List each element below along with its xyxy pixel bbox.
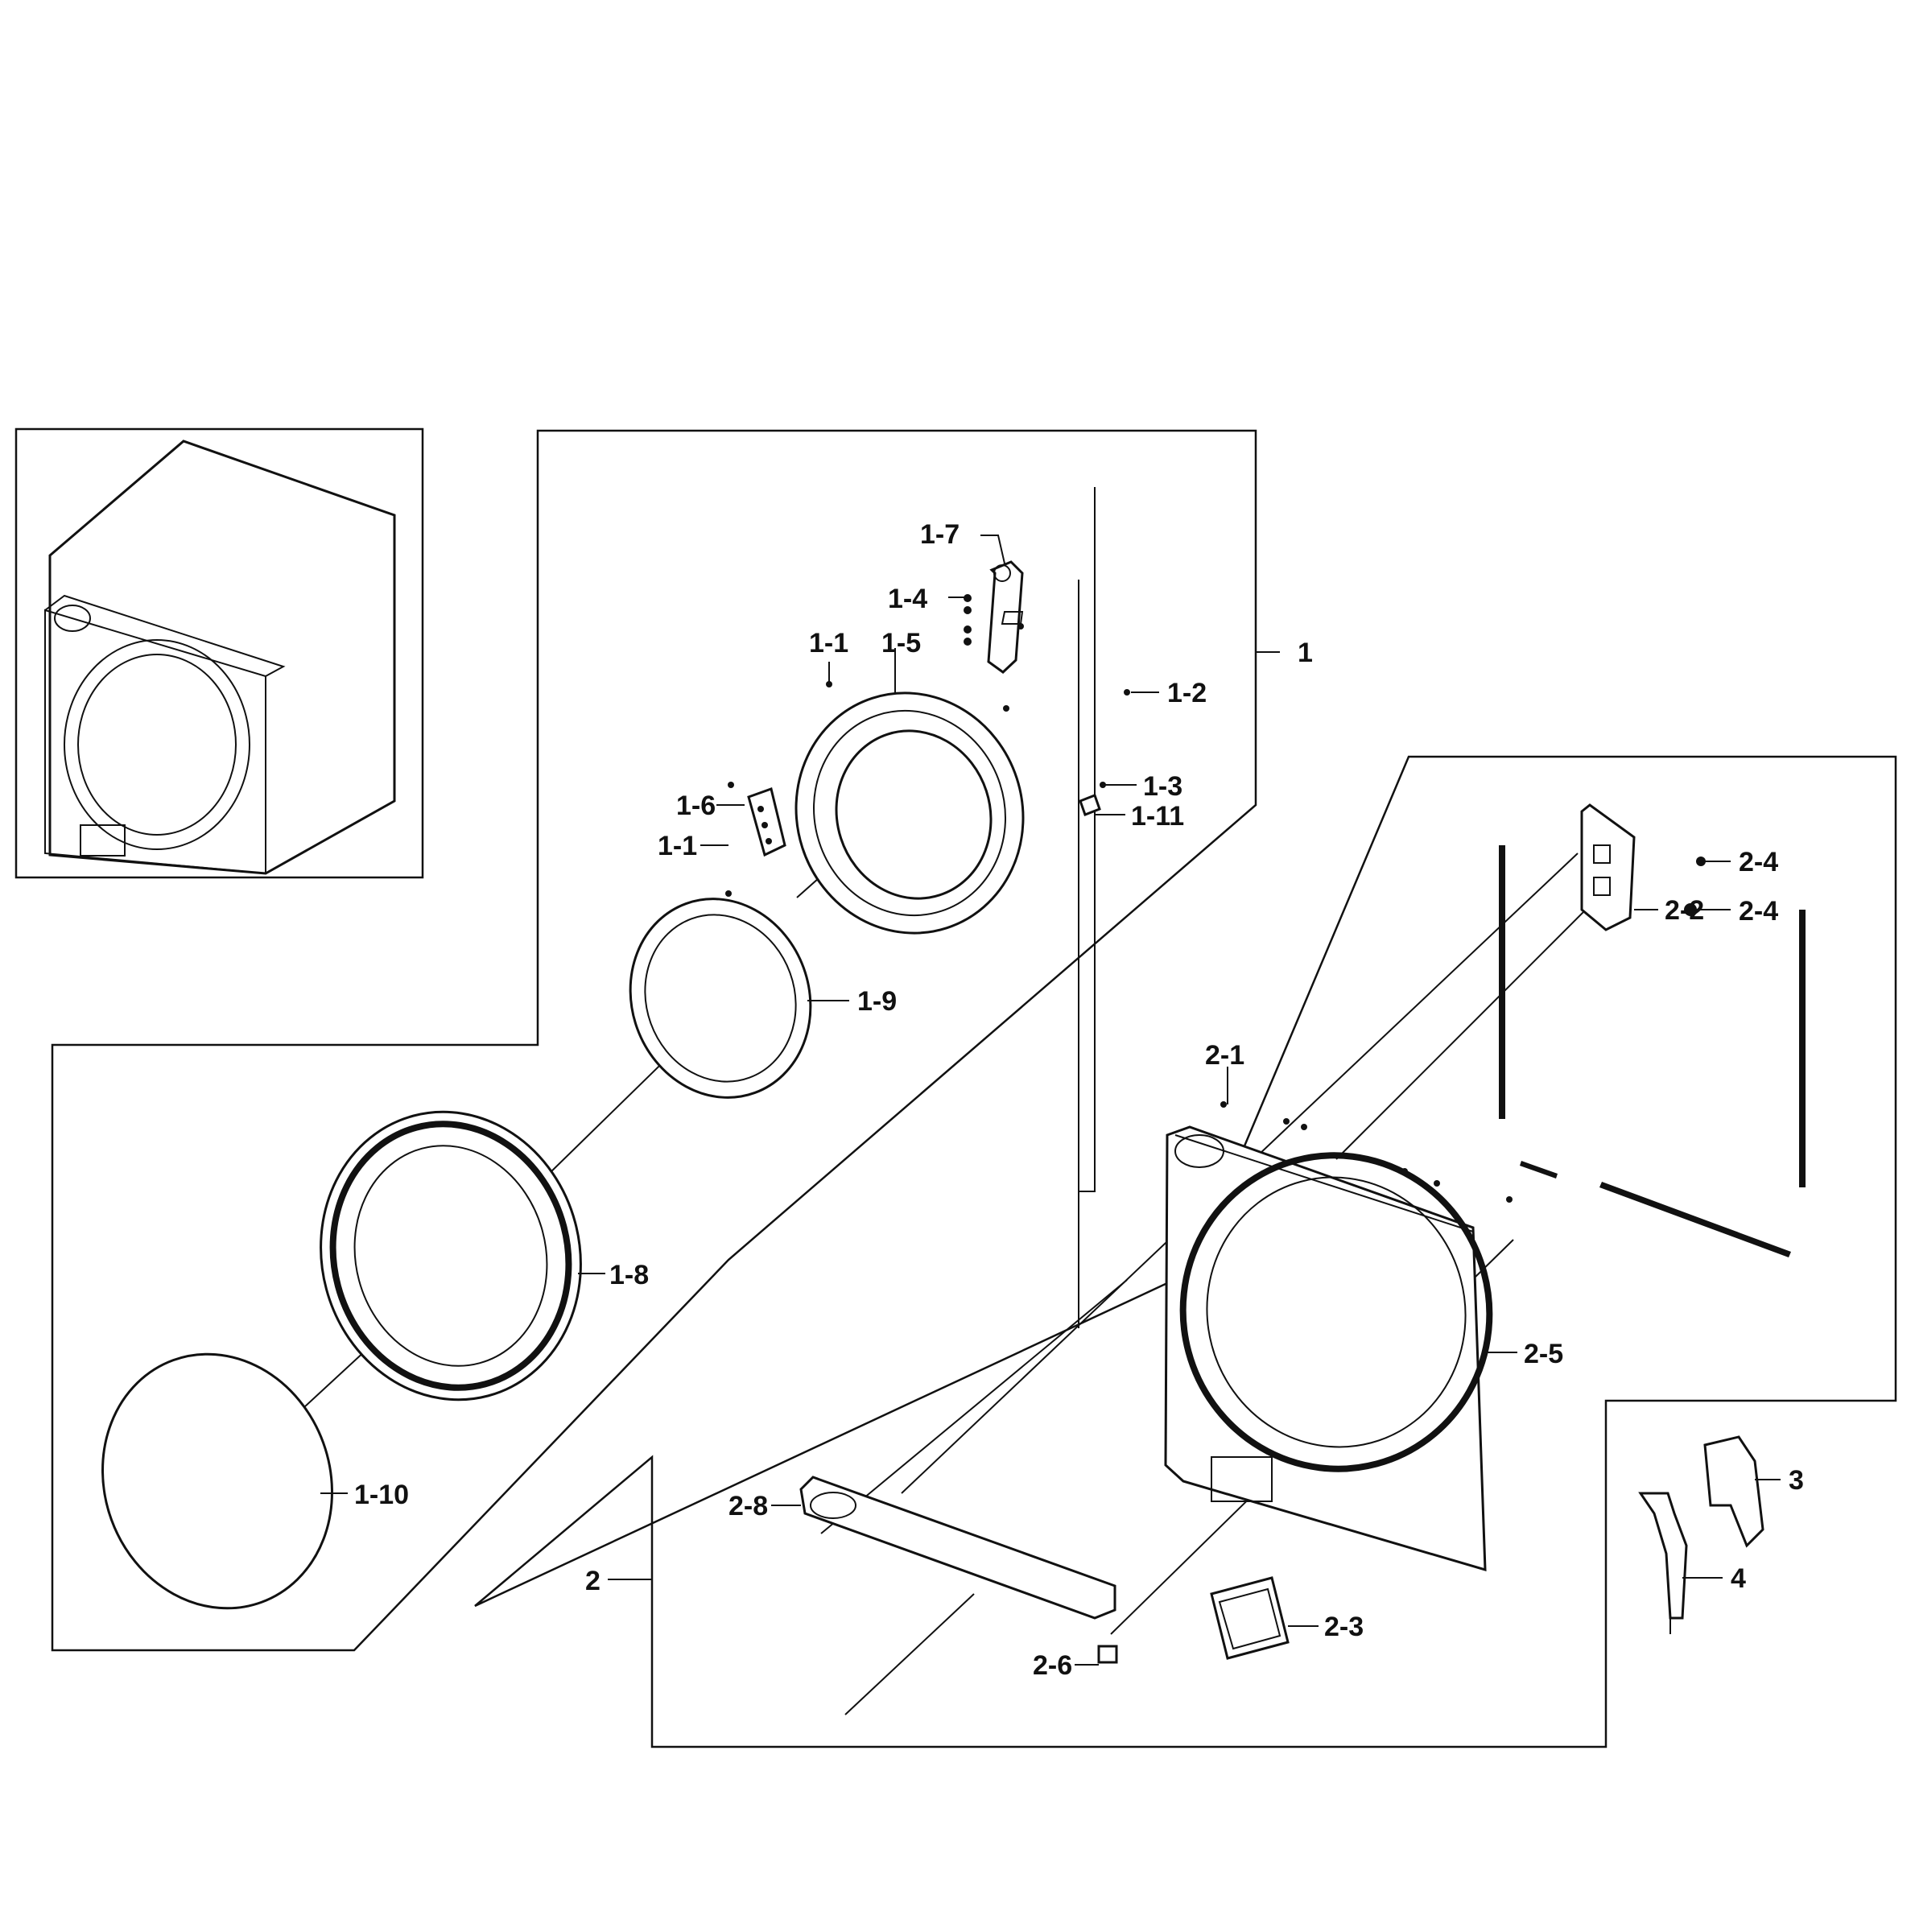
callout-labels: 1-7 1-4 1-1 1-5 1 1-2 1-3 1-11 1-6 1-1 1… (354, 519, 1804, 1681)
seal-strip (1520, 1161, 1558, 1179)
bracket-screw (1684, 903, 1697, 916)
callout-2-2: 2-2 (1665, 895, 1704, 926)
panel-screw (1506, 1196, 1513, 1203)
callout-2-4b: 2-4 (1739, 896, 1778, 927)
hinge-screw (964, 594, 972, 602)
door-cover-gasket (329, 1121, 572, 1391)
panel-bracket (1580, 803, 1636, 931)
door-assembly-frame (51, 429, 1257, 1652)
hinge-screw (964, 638, 972, 646)
panel-door-opening-inner (1206, 1176, 1467, 1448)
panel-screw (1301, 1124, 1307, 1130)
callout-1-3: 1-3 (1143, 771, 1182, 802)
door-assembly-group (51, 429, 1257, 1652)
leader-1-7 (980, 535, 1005, 564)
callout-4: 4 (1731, 1563, 1746, 1594)
front-panel-group (474, 755, 1897, 1748)
frame-screw (728, 782, 734, 788)
door-cover (320, 1110, 582, 1402)
hinge-screw (1017, 623, 1024, 630)
seal-strip (1599, 1182, 1791, 1257)
panel-screw (1283, 1118, 1290, 1125)
drawer-frame (799, 1476, 1116, 1620)
door-glass (629, 898, 812, 1099)
hinge-screw (1003, 705, 1009, 712)
overview-dispenser-drawer (54, 605, 91, 632)
service-cover-inner (1218, 1587, 1281, 1650)
callout-1-4: 1-4 (888, 584, 927, 614)
latch-detail (761, 822, 768, 828)
latch-detail (766, 838, 772, 844)
overview-control-panel (44, 594, 286, 677)
door-hinge (987, 560, 1024, 674)
callout-2-5: 2-5 (1524, 1339, 1563, 1369)
callout-1-11: 1-11 (1131, 801, 1184, 832)
overview-service-cover (80, 824, 126, 857)
hinge-leader (1078, 487, 1096, 1328)
front-panel (1164, 1125, 1487, 1572)
panel-axis-line (1287, 852, 1579, 1128)
door-latch (747, 787, 786, 857)
frame-screw (1124, 689, 1130, 696)
service-cover (1210, 1576, 1290, 1660)
door-glass-inner (644, 914, 797, 1083)
door-frame-ring (813, 709, 1006, 917)
callout-1-2: 1-2 (1167, 678, 1207, 708)
callout-1-10: 1-10 (354, 1480, 409, 1510)
hinge-pin (993, 564, 1011, 582)
door-decor (101, 1352, 333, 1610)
separate-parts (1638, 1435, 1764, 1634)
overview-inset (14, 427, 424, 879)
service-opening (1211, 1456, 1273, 1502)
bracket-hole (1593, 877, 1611, 896)
bracket-hole (1593, 844, 1611, 864)
callout-1-1b: 1-1 (658, 831, 697, 861)
callout-3: 3 (1789, 1465, 1804, 1496)
dispenser-opening (1174, 1134, 1224, 1168)
callout-2-4a: 2-4 (1739, 847, 1778, 877)
door-frame-inner (835, 729, 993, 900)
callout-1-7: 1-7 (920, 519, 960, 550)
panel-screw (1401, 1168, 1408, 1174)
callout-1-5: 1-5 (881, 628, 921, 658)
callout-1: 1 (1298, 638, 1313, 668)
panel-door-opening (1179, 1152, 1493, 1472)
front-panel-frame (474, 755, 1897, 1748)
hinge-screw (964, 625, 972, 634)
panel-screw (1220, 1101, 1227, 1108)
callout-1-6: 1-6 (676, 791, 716, 821)
panel-axis-line (820, 1279, 1128, 1534)
overview-door-glass (77, 654, 237, 836)
overview-washer-front (44, 609, 266, 875)
part-3-bracket (1703, 1435, 1764, 1548)
callout-1-9: 1-9 (857, 986, 897, 1017)
panel-axis-line (1335, 885, 1611, 1160)
panel-clip (1097, 1645, 1118, 1664)
frame-screw (725, 890, 732, 897)
callout-2-8: 2-8 (728, 1491, 768, 1521)
drawer-opening (810, 1492, 856, 1519)
callout-1-1a: 1-1 (809, 628, 848, 658)
overview-washer-body (48, 440, 396, 875)
callout-2-3: 2-3 (1324, 1612, 1364, 1642)
seal-strip (1799, 910, 1806, 1187)
panel-screw (1434, 1180, 1440, 1187)
callout-2-1: 2-1 (1205, 1040, 1244, 1071)
seal-strip (1499, 845, 1505, 1119)
callout-leaders (320, 535, 1781, 1666)
panel-axis-line (844, 1593, 975, 1715)
door-hook (1079, 794, 1101, 816)
overview-frame (14, 427, 424, 879)
callout-2-6: 2-6 (1033, 1650, 1072, 1681)
callout-1-8: 1-8 (609, 1260, 649, 1290)
door-cover-window (353, 1145, 548, 1367)
overview-door-outer (64, 639, 250, 850)
part-4-sensor (1638, 1492, 1688, 1620)
latch-detail (757, 806, 764, 812)
callout-2: 2 (585, 1566, 601, 1596)
hinge-screw (964, 606, 972, 614)
